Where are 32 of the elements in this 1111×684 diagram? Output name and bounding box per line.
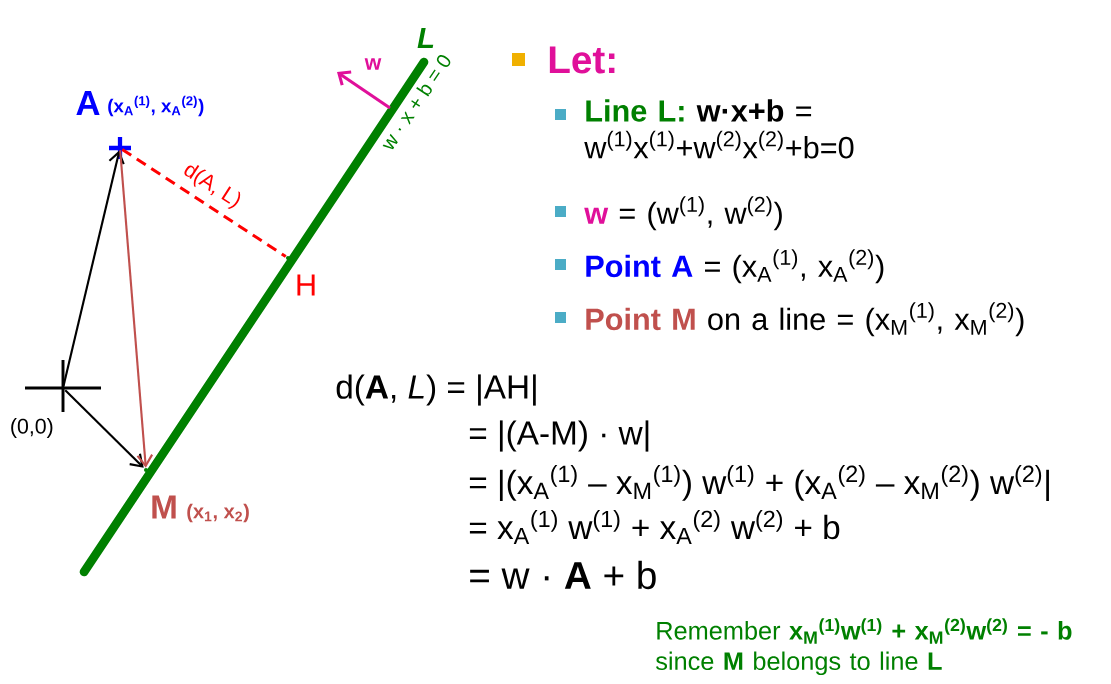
- bullet-text: Line L: w·x+b = w$^{(1)}$x$^{(1)}$+w$^{(2)}$x$^{(2)}$+b=0: [584, 99, 854, 159]
- label: w$^{(1)}$x$^{(1)}$+w$^{(2)}$x$^{(2)}$+b=0: [584, 130, 854, 159]
- point-label: (x$_{1}$, x$_{2}$): [187, 503, 249, 523]
- equation-line: = |(A-M) · w|: [469, 420, 649, 452]
- arrow: [119, 150, 154, 468]
- equation-line: = w · A + b: [470, 560, 656, 590]
- point-label: M: [152, 495, 176, 519]
- point-label: (0,0): [11, 418, 53, 438]
- line-label: L: [417, 27, 434, 49]
- connector-line: [121, 148, 287, 258]
- heading: Let:: [549, 46, 615, 74]
- line-equation: w · x + b = 0: [382, 55, 451, 150]
- note-text: Remember x$_{M}$$^{(1)}$w$^{(1)}$ + x$_{M}$$^{(2)}$w$^{(2)}$ = - b since M belongs to line L: [656, 618, 1072, 676]
- bullet-text: Point M on a line = (x$_{M}$$^{(1)}$, x$_{M}$$^{(2)}$): [586, 302, 1024, 337]
- point-label: (x$_{A}$$^{(1)}$, x$_{A}$$^{(2)}$): [108, 95, 204, 117]
- point-label: H: [297, 274, 315, 296]
- equation-line: = |(x$_{A}$$^{(1)}$ – x$_{M}$$^{(1)}$) w$^{(1)}$ + (x$_{A}$$^{(2)}$ – x$_{M}$$^{(2)}$) w$^{(2)}$|: [469, 465, 1049, 501]
- point-label: A: [76, 91, 100, 115]
- edge-label: d(A, L): [184, 164, 241, 209]
- arrow: [64, 389, 144, 468]
- vector-label: w: [364, 58, 382, 70]
- point-mark: [144, 468, 148, 472]
- equation-line: = x$_{A}$$^{(1)}$ w$^{(1)}$ + x$_{A}$$^{(2)}$ w$^{(2)}$ + b: [469, 510, 840, 544]
- cross-mark: [106, 134, 134, 162]
- bullet-text: Point A = (x$_{A}$$^{(1)}$, x$_{A}$$^{(2)}$): [586, 249, 884, 284]
- arrow: [62, 150, 125, 386]
- equation-line: d(A, L) = |AH|: [336, 374, 536, 406]
- label: Line L:: [586, 99, 684, 122]
- bullet-text: w = (w$^{(1)}$, w$^{(2)}$): [584, 196, 782, 231]
- point-mark: [286, 256, 290, 260]
- label: w·x+b =: [696, 99, 812, 122]
- cross-mark: [23, 358, 103, 414]
